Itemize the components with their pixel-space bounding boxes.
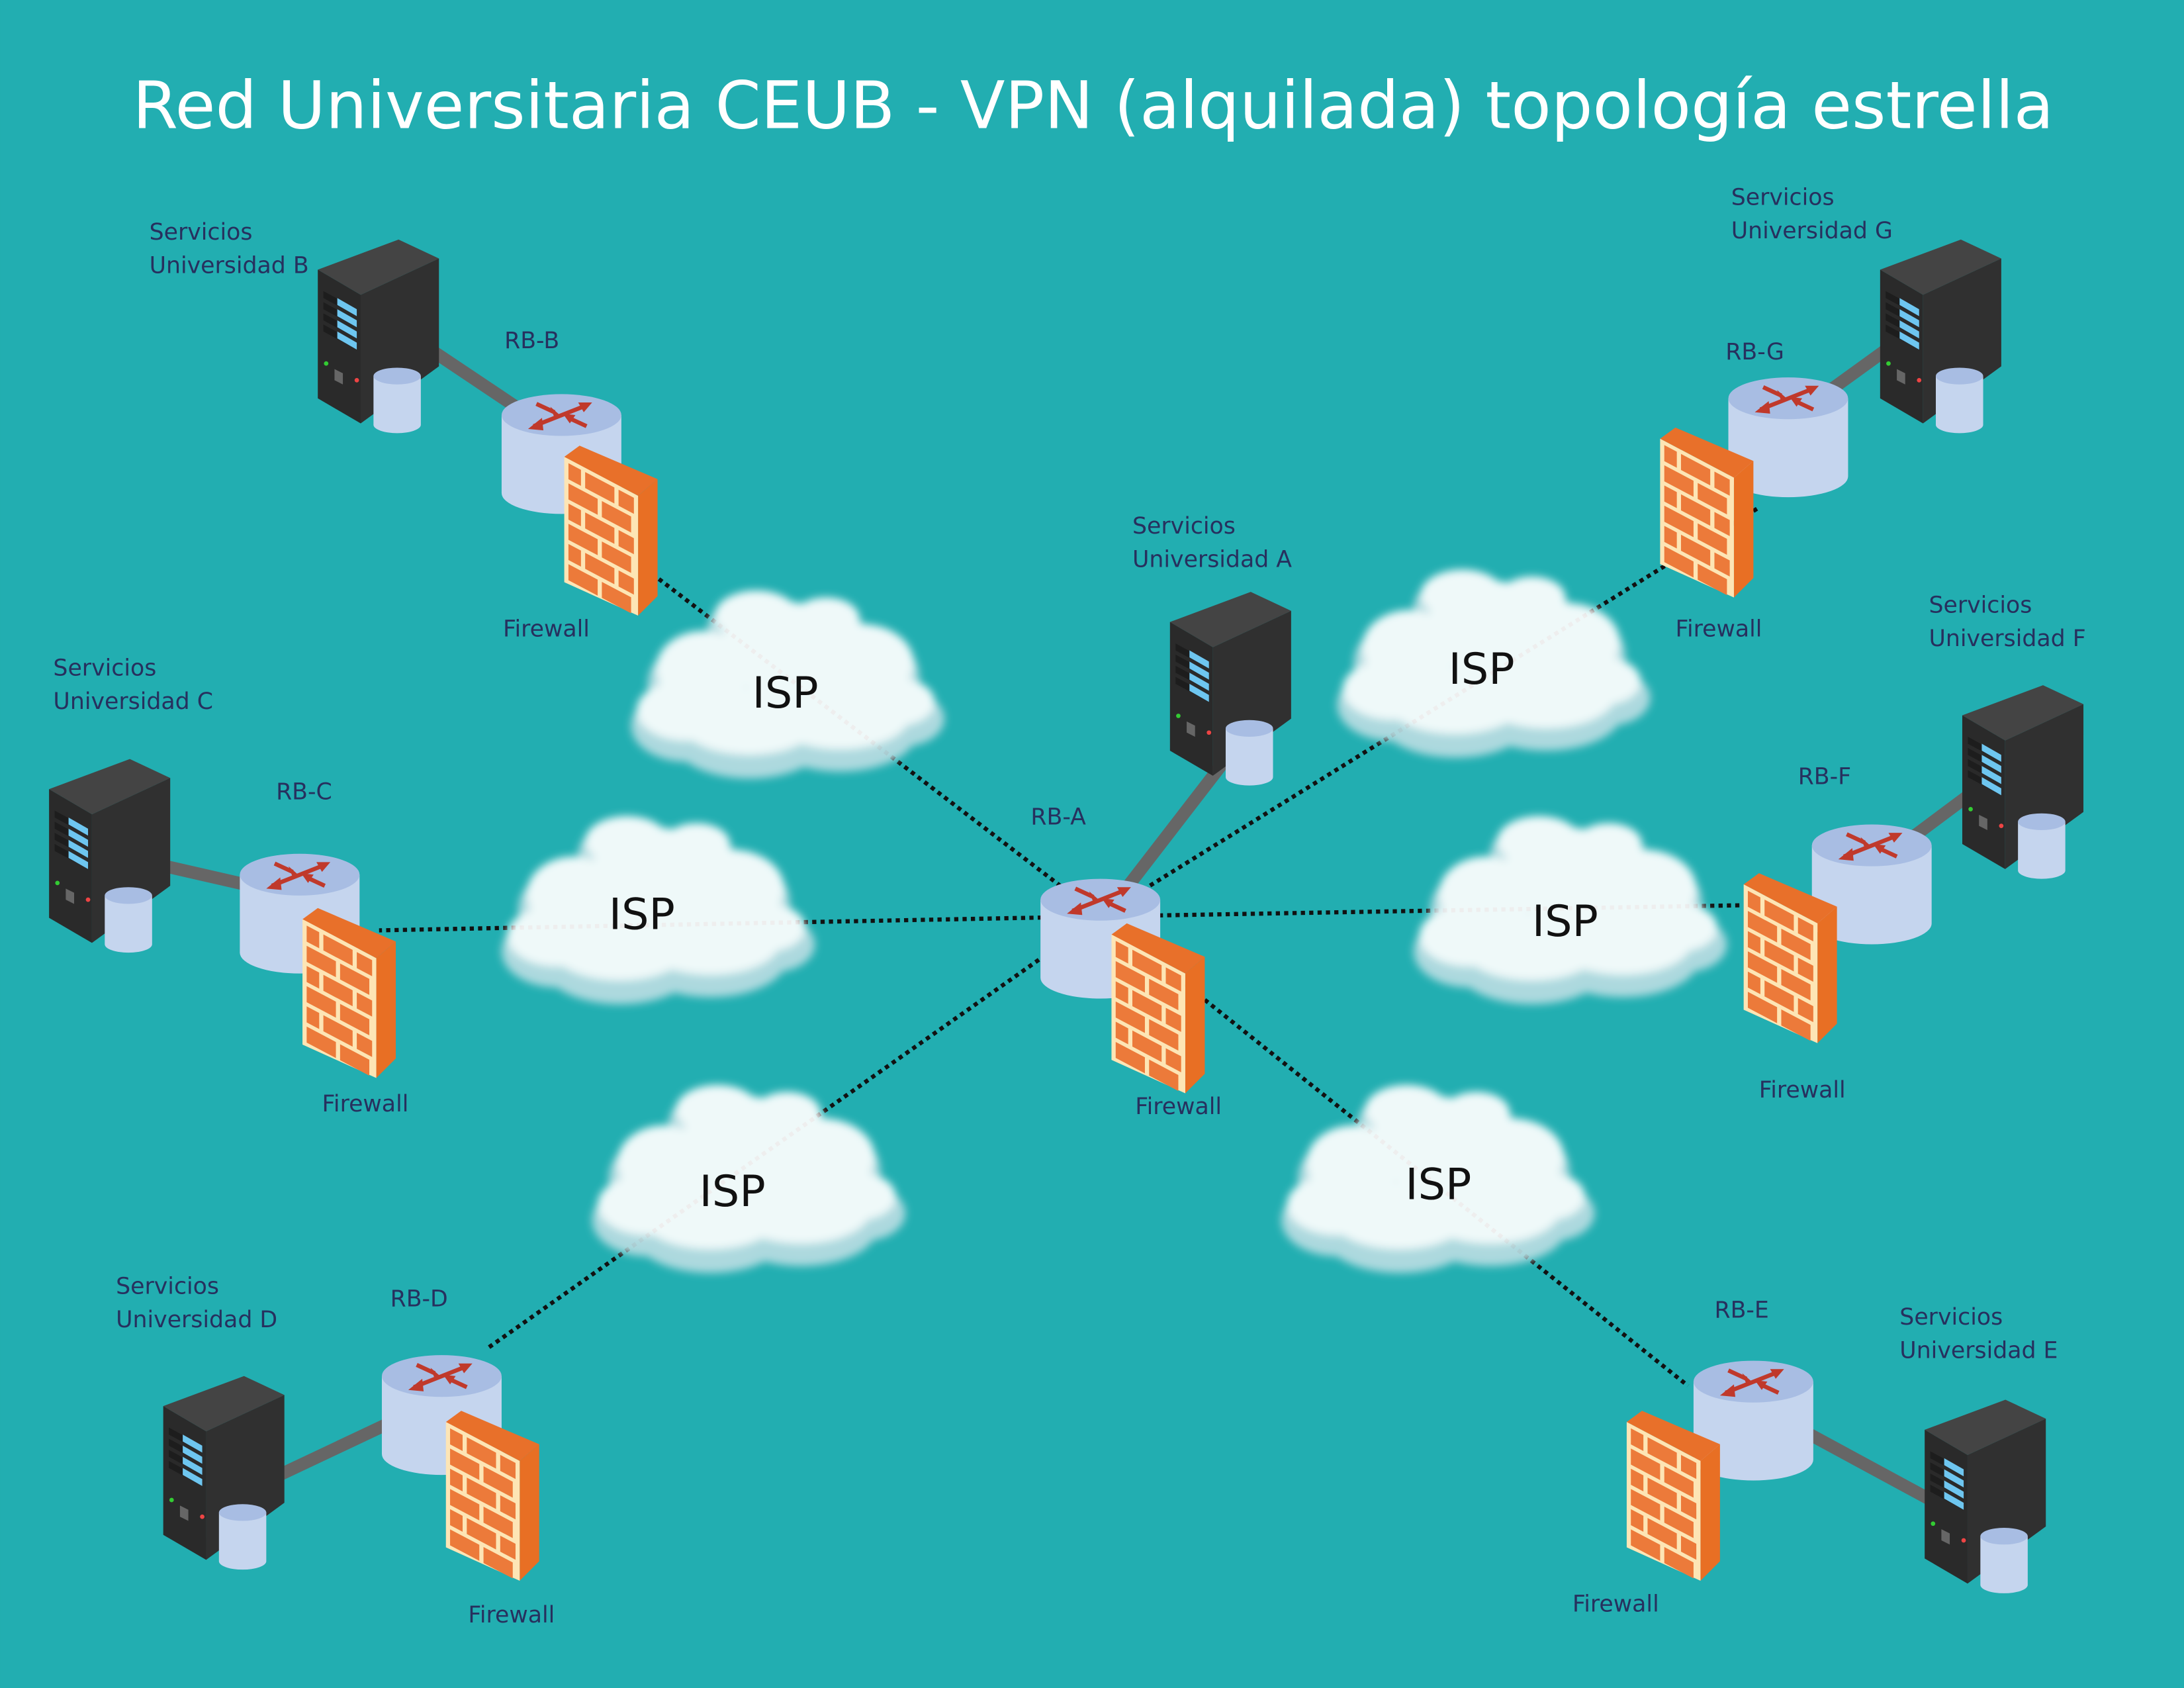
isp-label: ISP — [609, 889, 675, 939]
firewall-icon — [302, 908, 396, 1078]
database-icon — [2018, 813, 2066, 879]
university-label: Universidad C — [53, 688, 212, 715]
isp-cloud-d — [592, 1084, 906, 1274]
database-icon — [1225, 720, 1273, 786]
university-label: Universidad A — [1132, 546, 1292, 573]
devices-layer — [49, 239, 2084, 1593]
site-e — [1626, 1360, 2046, 1593]
database-icon — [373, 367, 421, 434]
firewall-label: Firewall — [1676, 616, 1762, 643]
vpn-link-f — [1100, 903, 1741, 919]
site-a — [1040, 592, 1291, 1094]
isp-cloud-c — [501, 816, 815, 1004]
services-label: Servicios — [1132, 513, 1236, 539]
server-icon — [1962, 685, 2084, 879]
firewall-icon — [445, 1411, 539, 1581]
isp-cloud-e — [1281, 1084, 1595, 1274]
firewall-label: Firewall — [1135, 1094, 1222, 1120]
site-d — [163, 1355, 539, 1581]
site-c — [49, 759, 396, 1078]
isp-cloud-b — [631, 590, 944, 779]
router-icon — [1811, 824, 1932, 945]
university-label: Universidad F — [1929, 626, 2085, 652]
router-label: RB-D — [390, 1286, 448, 1313]
router-label: RB-A — [1030, 804, 1086, 831]
router-label: RB-E — [1714, 1297, 1768, 1323]
router-label: RB-C — [276, 779, 332, 806]
router-label: RB-F — [1798, 764, 1851, 790]
clouds-layer — [501, 569, 1727, 1274]
isp-cloud-f — [1414, 816, 1727, 1004]
diagram-title: Red Universitaria CEUB - VPN (alquilada)… — [132, 68, 2054, 144]
site-f — [1743, 685, 2084, 1043]
database-icon — [218, 1504, 267, 1570]
server-icon — [49, 759, 171, 953]
services-label: Servicios — [116, 1274, 219, 1300]
university-label: Universidad E — [1899, 1337, 2058, 1364]
site-g — [1660, 239, 2001, 598]
router-label: RB-B — [504, 328, 559, 354]
isp-label: ISP — [752, 668, 819, 718]
firewall-icon — [1626, 1411, 1720, 1581]
firewall-icon — [564, 445, 658, 616]
router-label: RB-G — [1725, 339, 1784, 365]
database-icon — [105, 887, 152, 953]
university-label: Universidad D — [116, 1307, 277, 1333]
firewall-label: Firewall — [1759, 1077, 1846, 1103]
firewall-label: Firewall — [1572, 1591, 1659, 1617]
isp-label: ISP — [700, 1166, 766, 1217]
university-label: Universidad G — [1731, 218, 1893, 244]
isp-label: ISP — [1405, 1160, 1471, 1210]
services-label: Servicios — [1731, 184, 1835, 211]
isp-label: ISP — [1449, 644, 1515, 694]
site-b — [318, 239, 658, 616]
services-label: Servicios — [53, 655, 156, 681]
services-label: Servicios — [150, 219, 253, 246]
isp-label: ISP — [1532, 896, 1598, 947]
firewall-icon — [1111, 923, 1205, 1094]
isp-cloud-g — [1337, 569, 1651, 758]
database-icon — [1936, 367, 1983, 434]
server-icon — [163, 1376, 285, 1570]
services-label: Servicios — [1929, 592, 2032, 619]
university-label: Universidad B — [150, 252, 309, 279]
firewall-icon — [1660, 427, 1754, 598]
router-icon — [1693, 1360, 1813, 1481]
server-icon — [1169, 592, 1291, 786]
services-label: Servicios — [1899, 1304, 2003, 1331]
server-icon — [1925, 1399, 2046, 1593]
server-icon — [1880, 239, 2001, 434]
firewall-icon — [1743, 873, 1837, 1043]
server-icon — [318, 239, 439, 434]
database-icon — [1980, 1528, 2028, 1593]
firewall-label: Firewall — [468, 1602, 555, 1628]
firewall-label: Firewall — [503, 616, 590, 643]
firewall-label: Firewall — [322, 1091, 409, 1117]
router-icon — [1728, 377, 1848, 498]
